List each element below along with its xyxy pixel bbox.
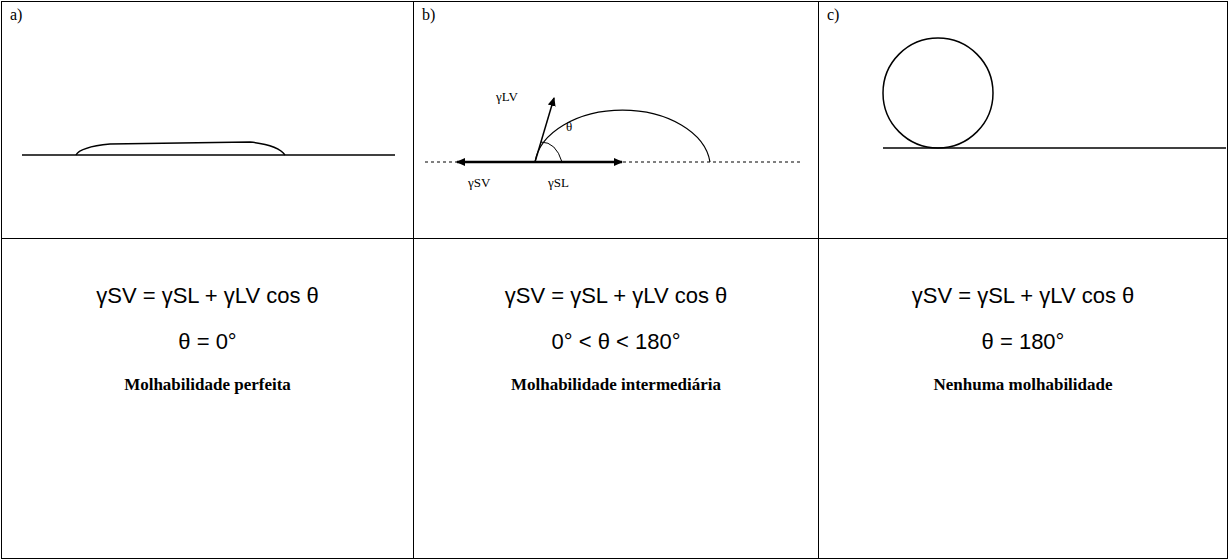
illustration-cell: a)	[1, 1, 414, 239]
angle-condition: θ = 180°	[982, 329, 1065, 355]
force-label: γLV	[496, 90, 518, 103]
force-label: θ	[566, 120, 572, 133]
wetting-caption: Molhabilidade perfeita	[124, 375, 291, 395]
spherical-drop	[883, 38, 1226, 148]
angle-condition: 0° < θ < 180°	[552, 329, 681, 355]
force-label: γSV	[468, 176, 490, 189]
illustration-cell: c)	[818, 1, 1228, 239]
contact-angle-drop	[425, 98, 800, 162]
young-equation: γSV = γSL + γLV cos θ	[96, 283, 319, 309]
force-label: γSL	[548, 176, 569, 189]
equation-cell: γSV = γSL + γLV cos θ 0° < θ < 180° Molhab…	[413, 238, 819, 559]
flat-drop	[22, 142, 395, 155]
wetting-caption: Molhabilidade intermediária	[511, 375, 721, 395]
young-equation: γSV = γSL + γLV cos θ	[912, 283, 1135, 309]
equation-cell: γSV = γSL + γLV cos θ θ = 180° Nenhuma mol…	[818, 238, 1228, 559]
panel-letter: a)	[10, 6, 22, 24]
young-equation: γSV = γSL + γLV cos θ	[505, 283, 728, 309]
illustration-cell: b)	[413, 1, 819, 239]
wetting-caption: Nenhuma molhabilidade	[933, 375, 1112, 395]
panel-letter: b)	[422, 6, 435, 24]
angle-condition: θ = 0°	[178, 329, 236, 355]
panel-letter: c)	[827, 6, 839, 24]
equation-cell: γSV = γSL + γLV cos θ θ = 0° Molhabilidade…	[1, 238, 414, 559]
